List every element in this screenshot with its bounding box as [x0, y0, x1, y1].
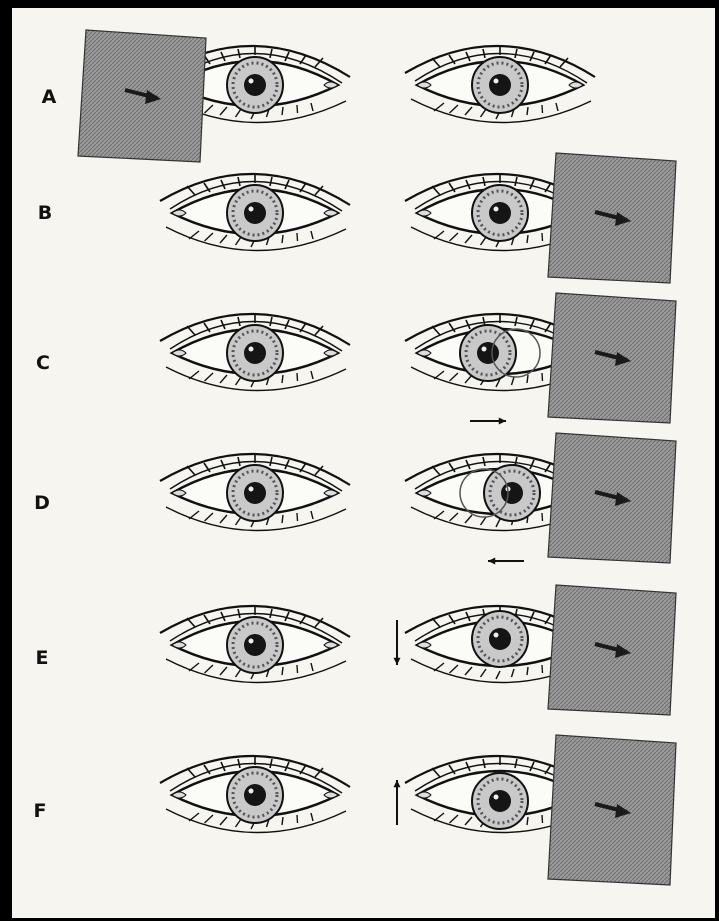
occluder-e [548, 585, 676, 715]
left-eye-c [160, 314, 350, 391]
motion-arrow-c [470, 418, 506, 425]
motion-arrow-e [394, 620, 401, 665]
motion-arrow-d [488, 558, 524, 565]
motion-arrow-f [394, 780, 401, 825]
occluder-d [548, 433, 676, 563]
left-eye-e [160, 606, 350, 683]
occluder-b [548, 153, 676, 283]
left-eye-b [160, 174, 350, 251]
occluder-a [78, 30, 206, 162]
occluder-f [548, 735, 676, 885]
left-eye-d [160, 454, 350, 531]
occluder-c [548, 293, 676, 423]
left-eye-f [160, 756, 350, 833]
right-eye-a [405, 46, 595, 123]
